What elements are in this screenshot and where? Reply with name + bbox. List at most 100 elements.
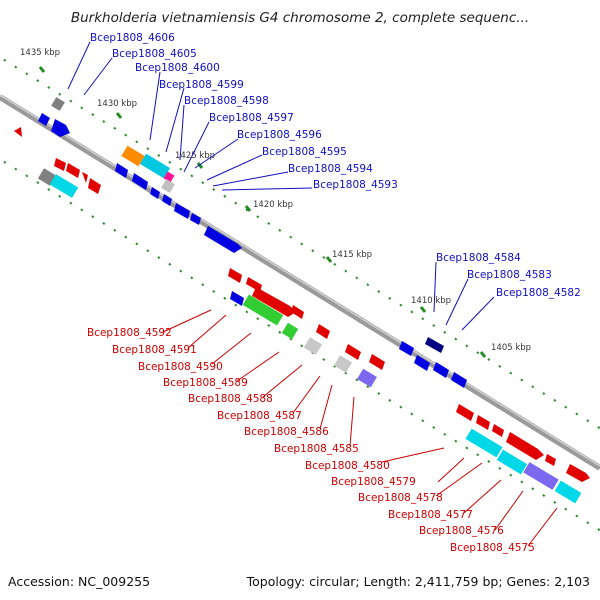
gene-feature (456, 404, 474, 421)
gene-feature (492, 424, 504, 437)
track-dot (432, 426, 436, 430)
gene-feature (425, 337, 444, 353)
track-dot (91, 215, 95, 219)
track-dot (509, 473, 513, 477)
gene-label-4582: Bcep1808_4582 (496, 287, 581, 299)
gene-feature (54, 158, 66, 171)
track-dot (80, 208, 84, 212)
track-dot (278, 228, 282, 232)
track-dot (333, 364, 337, 368)
track-dot (256, 317, 260, 321)
gene-feature (451, 372, 467, 388)
track-dot (487, 358, 491, 362)
track-dot (531, 385, 535, 389)
gene-label-4593: Bcep1808_4593 (313, 179, 398, 191)
track-dot (146, 147, 150, 151)
gene-feature (228, 268, 242, 283)
forward-genes[interactable] (38, 97, 467, 388)
track-dot (201, 181, 205, 185)
track-dot (355, 276, 359, 280)
gene-label-4580: Bcep1808_4580 (305, 460, 390, 472)
track-dot (157, 255, 161, 260)
track-dot (388, 296, 392, 300)
track-dot (410, 310, 414, 314)
track-dot (267, 222, 271, 226)
track-dot (476, 351, 480, 355)
track-dot (311, 249, 315, 253)
gene-feature (414, 355, 430, 371)
gene-feature (433, 362, 449, 378)
kbp-ticks (38, 66, 487, 358)
gene-feature (242, 294, 284, 326)
gene-label-4595: Bcep1808_4595 (262, 146, 347, 158)
track-dot (564, 507, 568, 511)
gene-feature (345, 344, 361, 360)
track-dot (553, 398, 557, 402)
gene-feature (554, 480, 582, 504)
gene-label-4579: Bcep1808_4579 (331, 476, 416, 488)
track-dot (58, 194, 62, 198)
gene-feature (37, 168, 57, 186)
track-dot (399, 405, 403, 409)
kbp-label: 1415 kbp (332, 250, 372, 260)
track-dot (212, 289, 216, 294)
track-dot (300, 344, 304, 348)
track-dot (102, 119, 106, 123)
track-dot (399, 303, 403, 307)
track-dot (498, 466, 502, 470)
gene-feature (66, 163, 80, 178)
track-dot (520, 480, 524, 484)
track-dot (135, 140, 139, 144)
gene-label-4578: Bcep1808_4578 (358, 492, 443, 504)
gene-label-4588: Bcep1808_4588 (188, 393, 273, 405)
gene-feature (523, 462, 559, 490)
reverse-label-leaders (162, 309, 558, 547)
genome-summary-text: Topology: circular; Length: 2,411,759 bp… (246, 574, 590, 589)
gene-feature (357, 368, 377, 388)
track-dot (267, 324, 271, 328)
track-dot (564, 405, 568, 409)
forward-label-leaders (67, 41, 495, 331)
gene-feature (82, 172, 88, 183)
kbp-label: 1410 kbp (411, 296, 451, 306)
track-dot (377, 392, 381, 396)
track-dot (234, 303, 238, 307)
gene-feature (51, 97, 65, 111)
track-dot (542, 494, 546, 498)
track-dot (58, 92, 62, 96)
gene-label-4583: Bcep1808_4583 (467, 269, 552, 281)
reverse-genes[interactable] (14, 127, 590, 504)
gene-label-4606: Bcep1808_4606 (90, 32, 175, 44)
track-dot (465, 344, 469, 348)
track-dot (201, 283, 205, 287)
gene-label-4590: Bcep1808_4590 (138, 361, 223, 373)
gene-label-4575: Bcep1808_4575 (450, 542, 535, 554)
track-dot (69, 99, 73, 103)
gene-label-4599: Bcep1808_4599 (159, 79, 244, 91)
gene-feature (230, 291, 244, 306)
track-dot (14, 65, 18, 69)
gene-label-4591: Bcep1808_4591 (112, 344, 197, 356)
track-dot (498, 364, 502, 368)
track-dot (223, 194, 227, 198)
gene-feature (121, 145, 145, 167)
gene-feature (465, 428, 503, 458)
dotted-track-lower (3, 160, 600, 532)
track-dot (300, 242, 304, 246)
gene-feature (115, 163, 128, 178)
gene-label-4596: Bcep1808_4596 (237, 129, 322, 141)
track-dot (575, 412, 579, 416)
track-dot (223, 296, 227, 300)
gene-feature (399, 341, 414, 356)
gene-label-4598: Bcep1808_4598 (184, 95, 269, 107)
track-dot (47, 187, 51, 191)
track-dot (509, 371, 513, 375)
gene-feature (506, 432, 544, 460)
track-dot (553, 500, 557, 504)
track-dot (113, 228, 117, 232)
track-dot (586, 521, 590, 525)
track-dot (344, 371, 348, 375)
kbp-label: 1430 kbp (97, 99, 137, 109)
track-dot (278, 330, 282, 334)
